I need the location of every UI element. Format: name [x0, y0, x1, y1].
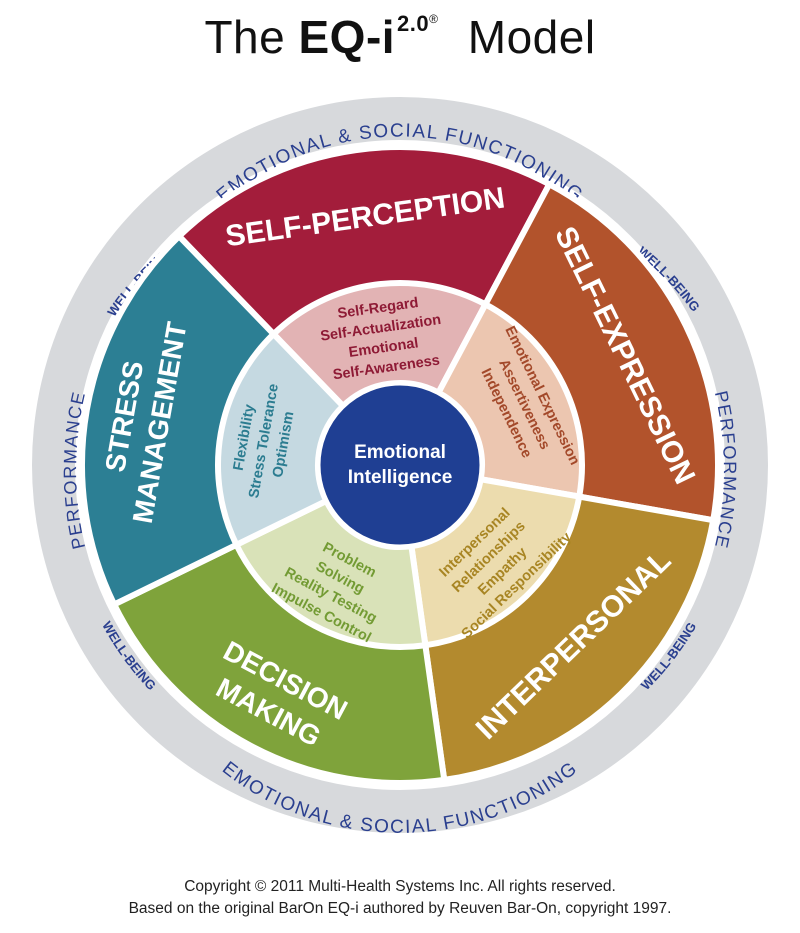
eqi-wheel-diagram: EMOTIONAL & SOCIAL FUNCTIONING EMOTIONAL…: [32, 97, 768, 838]
sector-self-perception: SELF-PERCEPTIONSelf-RegardSelf-Actualiza…: [174, 144, 554, 411]
center-label-line1: Emotional: [354, 442, 446, 463]
title-version: 2.0: [397, 11, 430, 36]
title-suffix: Model: [467, 11, 596, 63]
title-brand: EQ-i: [298, 11, 396, 63]
copyright-line2: Based on the original BarOn EQ-i authore…: [128, 900, 672, 917]
center-label-line2: Intelligence: [348, 467, 453, 488]
center-circle: [315, 380, 485, 550]
copyright-notice: Copyright © 2011 Multi-Health Systems In…: [0, 876, 800, 920]
sector-interpersonal: INTERPERSONALInterpersonalRelationshipsE…: [408, 475, 717, 784]
copyright-line1: Copyright © 2011 Multi-Health Systems In…: [184, 878, 616, 895]
title-registered: ®: [429, 12, 439, 26]
composite-sectors: SELF-PERCEPTIONSelf-RegardSelf-Actualiza…: [79, 144, 721, 786]
title-prefix: The: [204, 11, 286, 63]
page-title: The EQ-i2.0® Model: [0, 10, 800, 64]
